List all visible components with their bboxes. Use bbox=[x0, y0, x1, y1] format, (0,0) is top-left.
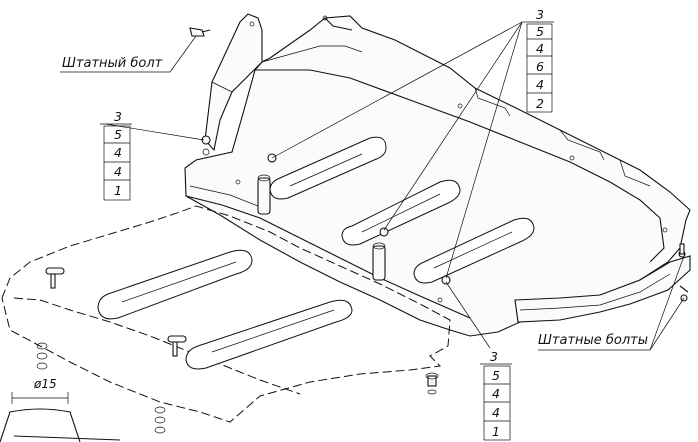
callout-item: 4 bbox=[536, 77, 544, 92]
diameter-detail: ø15 bbox=[0, 377, 121, 442]
callout-table-left: 3 5 4 4 1 bbox=[100, 109, 132, 201]
callout-item: 1 bbox=[114, 183, 122, 198]
right-bracket bbox=[514, 255, 691, 323]
callout-table-top-right: 3 5 4 6 4 2 bbox=[522, 7, 554, 113]
callout-item: 5 bbox=[536, 24, 544, 39]
callout-table-bottom-right: 3 5 4 4 1 bbox=[480, 349, 512, 441]
callout-item: 6 bbox=[536, 59, 544, 74]
callout-item: 4 bbox=[492, 405, 500, 420]
callout-item: 4 bbox=[114, 145, 122, 160]
callout-item: 4 bbox=[536, 41, 544, 56]
callout-item: 5 bbox=[114, 127, 122, 142]
callout-item: 3 bbox=[490, 349, 498, 364]
main-plate-fasteners bbox=[189, 27, 689, 302]
callout-item: 3 bbox=[536, 7, 544, 22]
main-plate-slots bbox=[269, 136, 535, 284]
leader-lines bbox=[60, 21, 685, 351]
callout-item: 4 bbox=[114, 164, 122, 179]
callout-item: 3 bbox=[114, 109, 122, 124]
callout-item: 5 bbox=[492, 368, 500, 383]
callout-item: 1 bbox=[492, 424, 500, 439]
left-bracket bbox=[204, 13, 263, 152]
callout-item: 4 bbox=[492, 386, 500, 401]
diameter-label: ø15 bbox=[33, 377, 57, 391]
stock-bolt-label: Штатный болт bbox=[62, 56, 163, 71]
stock-bolts-label: Штатные болты bbox=[538, 333, 648, 348]
callout-item: 2 bbox=[536, 96, 544, 111]
lower-plate bbox=[1, 205, 451, 434]
main-skid-plate bbox=[184, 15, 691, 337]
